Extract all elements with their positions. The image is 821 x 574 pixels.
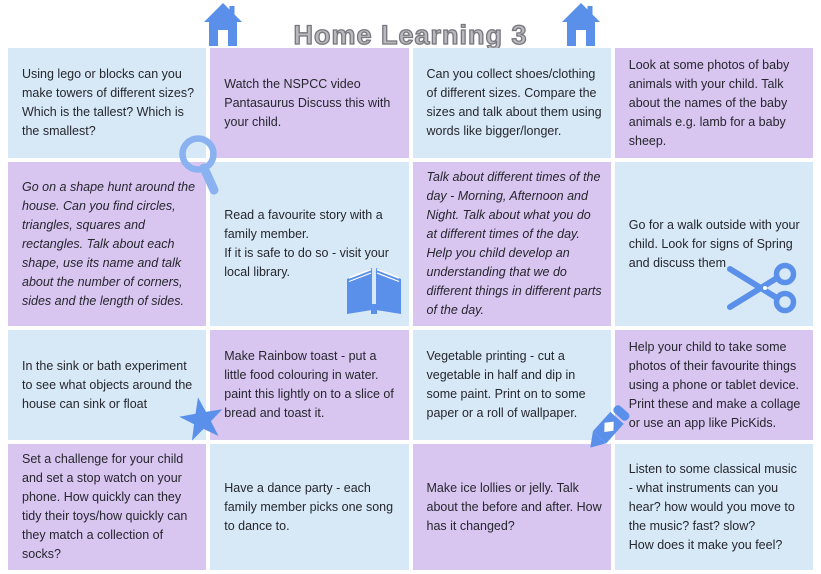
activity-cell-r4c3: Make ice lollies or jelly. Talk about th… <box>412 444 611 570</box>
activity-cell-r4c4: Listen to some classical music - what in… <box>614 444 813 570</box>
activity-cell-r2c4: Go for a walk outside with your child. L… <box>614 162 813 326</box>
pencil-icon <box>583 402 631 461</box>
activity-cell-r4c1: Set a challenge for your child and set a… <box>8 444 207 570</box>
book-icon <box>346 264 402 321</box>
scissors-icon <box>727 261 799 320</box>
activity-cell-r3c2: Make Rainbow toast - put a little food c… <box>210 330 409 440</box>
activity-cell-r3c1: In the sink or bath experiment to see wh… <box>8 330 207 440</box>
activity-cell-r1c4: Look at some photos of baby animals with… <box>614 48 813 158</box>
house-icon <box>562 3 600 51</box>
activity-cell-r3c4: Help your child to take some photos of t… <box>614 330 813 440</box>
activity-grid: Using lego or blocks can you make towers… <box>8 48 813 570</box>
activity-cell-r2c1: Go on a shape hunt around the house. Can… <box>8 162 207 326</box>
house-icon <box>204 3 242 51</box>
star-icon <box>178 397 226 448</box>
activity-cell-r1c2: Watch the NSPCC video Pantasaurus Discus… <box>210 48 409 158</box>
activity-cell-r1c3: Can you collect shoes/clothing of differ… <box>412 48 611 158</box>
magnifier-icon <box>168 135 228 202</box>
activity-cell-r2c2: Read a favourite story with a family mem… <box>210 162 409 326</box>
activity-cell-r4c2: Have a dance party - each family member … <box>210 444 409 570</box>
activity-cell-r3c3: Vegetable printing - cut a vegetable in … <box>412 330 611 440</box>
activity-cell-r2c3: Talk about different times of the day - … <box>412 162 611 326</box>
activity-cell-r1c1: Using lego or blocks can you make towers… <box>8 48 207 158</box>
page-title: Home Learning 3 <box>293 19 528 50</box>
